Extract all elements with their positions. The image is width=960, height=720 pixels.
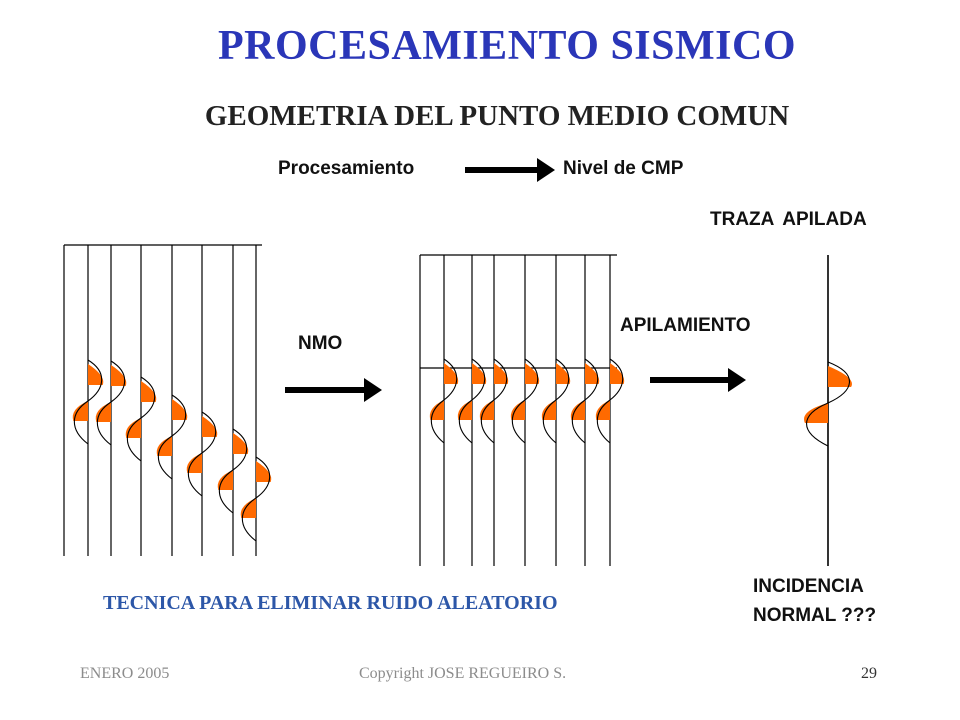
gather-wavelet-3-upper-lobe bbox=[141, 381, 157, 402]
corrected-wavelet-2-lower-lobe bbox=[457, 400, 472, 420]
cmp-gather-group bbox=[63, 244, 272, 556]
corrected-wavelet-7-curve bbox=[596, 358, 624, 444]
corrected-wavelet-4-upper-lobe bbox=[525, 363, 540, 384]
corrected-wavelet-4-lower-lobe bbox=[510, 400, 525, 420]
gather-wavelet-4-lower-lobe bbox=[156, 436, 172, 456]
corrected-wavelet-3 bbox=[479, 358, 509, 444]
corrected-wavelet-3-lower-lobe bbox=[479, 400, 494, 420]
stacking-arrow-head bbox=[728, 368, 746, 392]
slide-subtitle: GEOMETRIA DEL PUNTO MEDIO COMUN bbox=[204, 100, 790, 132]
technique-caption: TECNICA PARA ELIMINAR RUIDO ALEATORIO bbox=[103, 592, 558, 614]
corrected-wavelet-5 bbox=[541, 358, 571, 444]
corrected-wavelet-5-curve bbox=[542, 358, 570, 444]
corrected-wavelet-6-lower-lobe bbox=[570, 400, 585, 420]
corrected-wavelet-2-curve bbox=[458, 358, 486, 444]
normal-incidence-line-2: NORMAL ??? bbox=[753, 605, 877, 626]
gather-wavelet-7-lower-lobe bbox=[240, 498, 256, 518]
corrected-wavelet-7 bbox=[595, 358, 625, 444]
gather-wavelet-7-upper-lobe bbox=[256, 461, 272, 482]
stacked-wavelet-curve bbox=[806, 361, 850, 447]
corrected-wavelet-5-upper-lobe bbox=[556, 363, 571, 384]
slide-title: PROCESAMIENTO SISMICO bbox=[218, 23, 796, 69]
corrected-wavelet-2 bbox=[457, 358, 487, 444]
nmo-label: NMO bbox=[298, 333, 343, 354]
corrected-wavelet-1 bbox=[429, 358, 459, 444]
gather-wavelet-4-upper-lobe bbox=[172, 399, 188, 420]
stacked-wavelet bbox=[804, 361, 852, 447]
footer-copyright: Copyright JOSE REGUEIRO S. bbox=[359, 665, 567, 682]
flow-target-label: Nivel de CMP bbox=[563, 158, 684, 179]
corrected-wavelet-3-upper-lobe bbox=[494, 363, 509, 384]
footer-page-number: 29 bbox=[861, 665, 877, 682]
footer-date: ENERO 2005 bbox=[80, 665, 170, 682]
nmo-arrow-group bbox=[285, 378, 382, 402]
gather-wavelet-6-upper-lobe bbox=[233, 433, 249, 454]
nmo-arrow bbox=[285, 378, 382, 402]
gather-wavelet-7 bbox=[240, 456, 272, 542]
corrected-wavelet-5-lower-lobe bbox=[541, 400, 556, 420]
gather-wavelet-6-curve bbox=[218, 428, 248, 514]
flow-arrow-group bbox=[465, 158, 555, 182]
gather-wavelet-7-curve bbox=[241, 456, 271, 542]
corrected-wavelet-6-upper-lobe bbox=[585, 363, 600, 384]
gather-wavelet-4 bbox=[156, 394, 188, 480]
corrected-wavelet-3-curve bbox=[480, 358, 508, 444]
gather-wavelet-2 bbox=[95, 360, 127, 446]
flow-arrow-head bbox=[537, 158, 555, 182]
stacked-trace-label: TRAZA APILADA bbox=[710, 209, 867, 230]
gather-wavelet-5 bbox=[186, 411, 218, 497]
corrected-wavelet-7-upper-lobe bbox=[610, 363, 625, 384]
gather-wavelet-3 bbox=[125, 376, 157, 462]
normal-incidence-label: INCIDENCIA NORMAL ??? bbox=[753, 572, 876, 630]
gather-wavelet-2-curve bbox=[96, 360, 126, 446]
flow-source-label: Procesamiento bbox=[278, 158, 415, 179]
gather-wavelet-1-lower-lobe bbox=[72, 401, 88, 421]
gather-wavelet-1 bbox=[72, 359, 104, 445]
gather-wavelet-2-upper-lobe bbox=[111, 365, 127, 386]
stacked-wavelet-upper-lobe bbox=[828, 366, 852, 387]
corrected-wavelet-1-lower-lobe bbox=[429, 400, 444, 420]
gather-wavelet-1-curve bbox=[73, 359, 103, 445]
gather-wavelet-1-upper-lobe bbox=[88, 364, 104, 385]
gather-wavelet-5-upper-lobe bbox=[202, 416, 218, 437]
stacking-arrow-group bbox=[650, 368, 746, 392]
corrected-wavelet-1-upper-lobe bbox=[444, 363, 459, 384]
normal-incidence-line-1: INCIDENCIA bbox=[753, 576, 864, 597]
gather-wavelet-4-curve bbox=[157, 394, 187, 480]
corrected-wavelet-6 bbox=[570, 358, 600, 444]
gather-wavelet-6-lower-lobe bbox=[217, 470, 233, 490]
gather-wavelet-2-lower-lobe bbox=[95, 402, 111, 422]
corrected-wavelet-4-curve bbox=[511, 358, 539, 444]
gather-wavelet-3-lower-lobe bbox=[125, 418, 141, 438]
corrected-wavelet-4 bbox=[510, 358, 540, 444]
gather-wavelet-3-curve bbox=[126, 376, 156, 462]
stacked-trace-group bbox=[804, 255, 852, 566]
corrected-wavelet-7-lower-lobe bbox=[595, 400, 610, 420]
corrected-wavelet-2-upper-lobe bbox=[472, 363, 487, 384]
stacking-label: APILAMIENTO bbox=[620, 315, 751, 336]
nmo-corrected-gather-group bbox=[419, 254, 625, 566]
stacked-wavelet-lower-lobe bbox=[804, 403, 828, 423]
nmo-arrow-head bbox=[364, 378, 382, 402]
corrected-wavelet-6-curve bbox=[571, 358, 599, 444]
flow-arrow bbox=[465, 158, 555, 182]
gather-wavelet-5-lower-lobe bbox=[186, 453, 202, 473]
corrected-wavelet-1-curve bbox=[430, 358, 458, 444]
gather-wavelet-5-curve bbox=[187, 411, 217, 497]
gather-wavelet-6 bbox=[217, 428, 249, 514]
stacking-arrow bbox=[650, 368, 746, 392]
